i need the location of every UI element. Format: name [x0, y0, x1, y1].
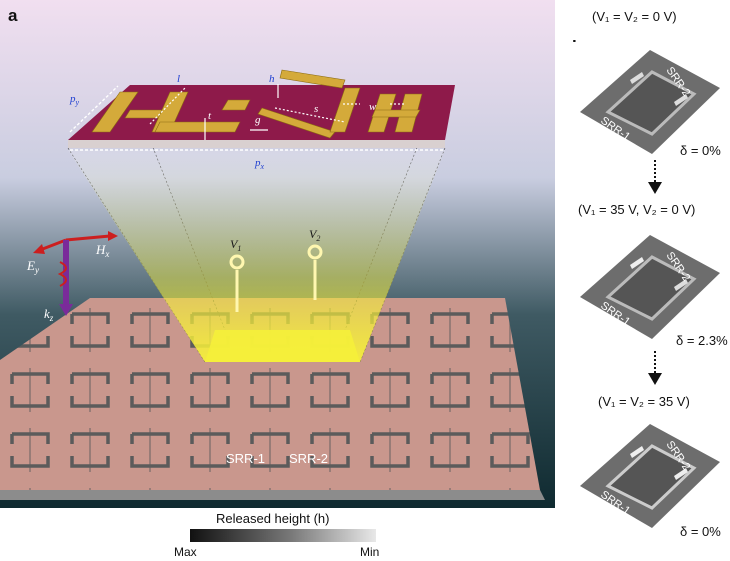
light-beam	[68, 150, 445, 362]
label-ey: Ey	[26, 258, 39, 275]
panel-a-letter: a	[8, 6, 18, 25]
label-kz: kz	[44, 306, 54, 323]
sem-image-b: SRR-1 SRR-2	[570, 42, 728, 160]
metamaterial-substrate	[0, 298, 540, 490]
colorbar-max-label: Min	[360, 545, 380, 559]
substrate-label-srr2: SRR-2	[289, 451, 328, 466]
label-w: w	[369, 101, 377, 113]
srr1-structure	[91, 91, 251, 133]
label-px: px	[254, 157, 265, 171]
srr2-structure	[257, 69, 423, 139]
label-s: s	[314, 103, 318, 115]
label-v2: V2	[309, 227, 320, 243]
panel-c-condition: (V₁ = 35 V, V₂ = 0 V)	[578, 202, 696, 217]
label-py: py	[69, 93, 80, 107]
substrate-label-srr1: SRR-1	[226, 451, 265, 466]
colorbar-title: Released height (h)	[216, 511, 330, 526]
label-g: g	[255, 114, 261, 126]
panel-a-illustration: py px l t g h s w V1 V2 Ey Hx kz SRR-1 S…	[0, 0, 555, 508]
arrow-down-icon-2	[648, 351, 662, 385]
label-t: t	[208, 110, 212, 122]
label-hx: Hx	[95, 242, 109, 259]
panel-b-condition: (V₁ = V₂ = 0 V)	[592, 9, 677, 24]
label-v1: V1	[230, 237, 241, 253]
colorbar	[190, 529, 376, 542]
sem-image-c: SRR-1 SRR-2	[570, 225, 728, 343]
panel-a: py px l t g h s w V1 V2 Ey Hx kz SRR-1 S…	[0, 0, 555, 508]
panel-b-delta: δ = 0%	[680, 143, 721, 158]
arrow-down-icon-1	[648, 160, 662, 194]
colorbar-min-label: Max	[174, 545, 197, 559]
panel-d-delta: δ = 0%	[680, 524, 721, 539]
panel-d-condition: (V₁ = V₂ = 35 V)	[598, 394, 690, 409]
label-l: l	[177, 73, 180, 85]
label-h: h	[269, 73, 275, 85]
field-vectors	[33, 231, 118, 316]
panel-c-delta: δ = 2.3%	[676, 333, 728, 348]
sem-image-d: SRR-1 SRR-2	[570, 416, 728, 534]
